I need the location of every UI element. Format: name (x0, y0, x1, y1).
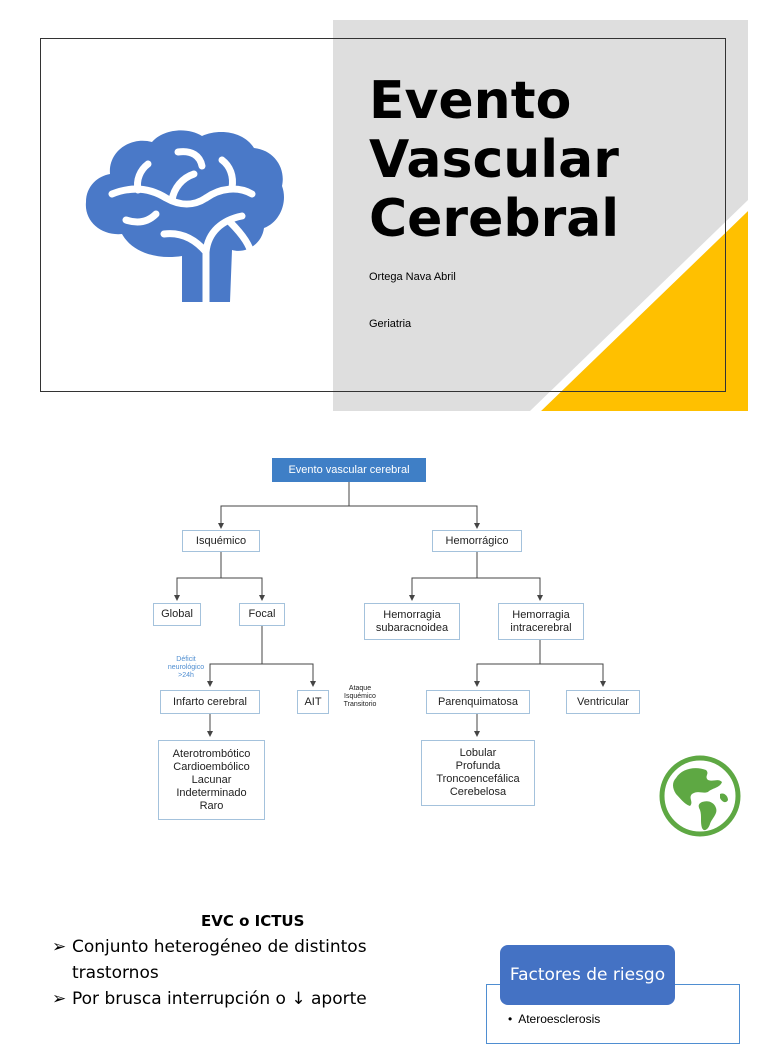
presentation-title: Evento Vascular Cerebral (369, 72, 619, 249)
classification-slide: Evento vascular cerebral Isquémico Hemor… (0, 440, 768, 860)
title-slide: Evento Vascular Cerebral Ortega Nava Abr… (0, 0, 768, 420)
node-isquemico: Isquémico (182, 530, 260, 552)
ictus-slide: EVC o ICTUS ➢ Conjunto heterogéneo de di… (0, 900, 768, 1044)
risk-factor-item: • Ateroesclerosis (508, 1012, 600, 1026)
list-item-text: Por brusca interrupción o ↓ aporte (72, 989, 367, 1009)
author-name: Ortega Nava Abril (369, 271, 456, 283)
node-parenquimatosa: Parenquimatosa (426, 690, 530, 714)
node-parenquimatosa-types: Lobular Profunda Troncoencefálica Cerebe… (421, 740, 535, 806)
diagram-connectors (174, 482, 606, 737)
title-line: Vascular (369, 130, 619, 190)
title-frame (40, 38, 726, 392)
node-focal: Focal (239, 603, 285, 626)
list-item-text: Conjunto heterogéneo de distintos trasto… (72, 937, 367, 983)
node-hemorragia-subaracnoidea: Hemorragia subaracnoidea (364, 603, 460, 640)
note-ataque-isquemico: Ataque Isquémico Transitorio (343, 685, 377, 708)
list-item: ➢ Por brusca interrupción o ↓ aporte (52, 986, 412, 1012)
subject-name: Geriatria (369, 318, 412, 330)
arrow-bullet-icon: ➢ (52, 937, 67, 957)
node-infarto-cerebral: Infarto cerebral (160, 690, 260, 714)
node-hemorragico: Hemorrágico (432, 530, 522, 552)
node-infarto-types: Aterotrombótico Cardioembólico Lacunar I… (158, 740, 265, 820)
risk-factor-label: Ateroesclerosis (518, 1012, 601, 1026)
brain-icon (85, 130, 284, 302)
list-item: ➢ Conjunto heterogéneo de distintos tras… (52, 934, 412, 986)
definition-list: ➢ Conjunto heterogéneo de distintos tras… (52, 934, 412, 1012)
globe-icon (659, 755, 741, 837)
node-ait: AIT (297, 690, 329, 714)
risk-factors-title: Factores de riesgo (500, 945, 675, 1005)
title-line: Evento (369, 71, 572, 131)
white-accent-stripe (530, 200, 748, 411)
node-evento-vascular-cerebral: Evento vascular cerebral (272, 458, 426, 482)
node-ventricular: Ventricular (566, 690, 640, 714)
bullet-dot-icon: • (508, 1012, 513, 1026)
node-global: Global (153, 603, 201, 626)
title-line: Cerebral (369, 189, 620, 249)
arrow-bullet-icon: ➢ (52, 989, 67, 1009)
note-deficit-neurologico: Déficit neurológico >24h (167, 656, 205, 679)
slide-heading: EVC o ICTUS (201, 912, 305, 930)
node-hemorragia-intracerebral: Hemorragia intracerebral (498, 603, 584, 640)
